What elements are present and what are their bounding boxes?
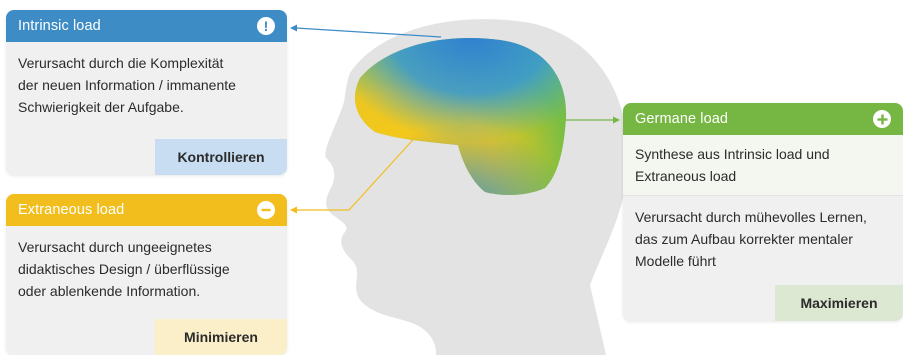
minimieren-label: Minimieren xyxy=(155,319,287,355)
description-line: Schwierigkeit der Aufgabe. xyxy=(18,99,184,115)
intrinsic-load-description: Verursacht durch die Komplexität der neu… xyxy=(6,42,287,118)
extraneous-load-title: Extraneous load xyxy=(18,202,125,218)
extraneous-load-description: Verursacht durch ungeeignetes didaktisch… xyxy=(6,226,287,302)
extraneous-load-card: Extraneous load Verursacht durch ungeeig… xyxy=(6,194,287,355)
germane-load-description: Verursacht durch mühevolles Lernen, das … xyxy=(623,196,903,272)
synthesis-line: und Extraneous load xyxy=(635,146,830,184)
extraneous-connector xyxy=(290,131,421,214)
description-line: Verursacht durch mühevolles xyxy=(635,209,816,225)
synthesis-line: Synthese aus Intrinsic load xyxy=(635,146,803,162)
description-line: Lernen, das zum Aufbau korrekter xyxy=(635,209,867,247)
description-line: mentaler Modelle führt xyxy=(635,231,853,269)
maximieren-label: Maximieren xyxy=(775,285,903,321)
intrinsic-load-title: Intrinsic load xyxy=(18,18,101,34)
germane-load-card: Germane load Synthese aus Intrinsic load… xyxy=(623,103,903,321)
germane-synthesis-text: Synthese aus Intrinsic load und Extraneo… xyxy=(623,135,903,196)
description-line: didaktisches Design / überflüssige xyxy=(18,261,230,277)
intrinsic-load-header: Intrinsic load ! xyxy=(6,10,287,42)
germane-connector xyxy=(565,116,620,124)
description-line: Verursacht durch ungeeignetes xyxy=(18,239,212,255)
plus-icon xyxy=(873,110,891,128)
exclamation-icon: ! xyxy=(257,17,275,35)
germane-load-title: Germane load xyxy=(635,111,729,127)
description-line: oder ablenkende Information. xyxy=(18,283,201,299)
kontrollieren-label: Kontrollieren xyxy=(155,139,287,175)
description-line: Verursacht durch die Komplexität xyxy=(18,55,224,71)
intrinsic-load-card: Intrinsic load ! Verursacht durch die Ko… xyxy=(6,10,287,175)
description-line: der neuen Information / immanente xyxy=(18,77,236,93)
intrinsic-connector xyxy=(290,24,442,38)
germane-load-header: Germane load xyxy=(623,103,903,135)
extraneous-load-header: Extraneous load xyxy=(6,194,287,226)
minus-icon xyxy=(257,201,275,219)
